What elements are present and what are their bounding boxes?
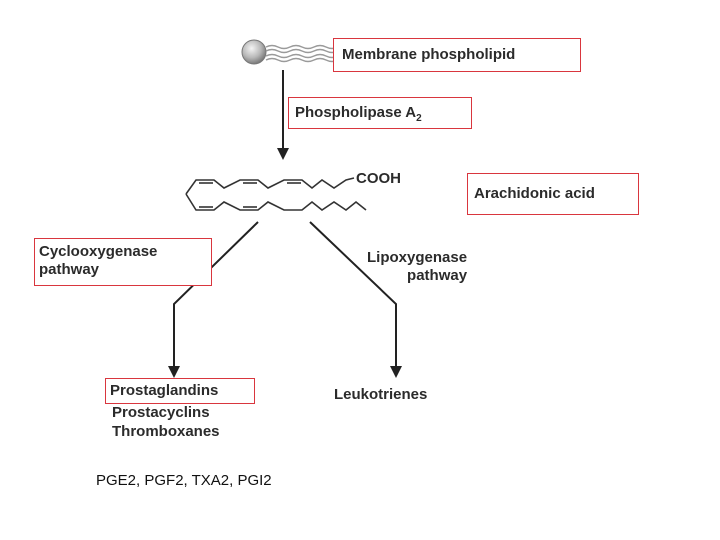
- lipoxygenase-label-line2: pathway: [407, 267, 468, 284]
- prostaglandins-box: Prostaglandins: [105, 378, 255, 404]
- phospholipid-molecule-icon: [241, 39, 339, 65]
- arrow-down-phospholipase: [277, 70, 289, 160]
- cooh-label: COOH: [356, 170, 401, 187]
- prostacyclins-label: Prostacyclins: [112, 404, 210, 421]
- cyclooxygenase-label-line2: pathway: [39, 261, 100, 278]
- phospholipase-subscript: 2: [416, 113, 422, 124]
- lipoxygenase-label-line1: Lipoxygenase: [367, 249, 468, 266]
- arachidonic-acid-box: Arachidonic acid: [467, 173, 639, 215]
- footer-text: PGE2, PGF2, TXA2, PGI2: [96, 472, 272, 489]
- thromboxanes-label: Thromboxanes: [112, 423, 220, 440]
- leukotrienes-label: Leukotrienes: [334, 386, 428, 403]
- arachidonic-acid-structure: [185, 177, 367, 211]
- phospholipase-a2-box: Phospholipase A2: [288, 97, 472, 129]
- lipoxygenase-pathway-label: Lipoxygenase pathway: [367, 249, 467, 285]
- phospholipase-label: Phospholipase A: [295, 104, 417, 121]
- arachidonic-acid-label: Arachidonic acid: [474, 185, 595, 202]
- arrow-cyclooxygenase: [168, 221, 259, 378]
- cyclooxygenase-label-line1: Cyclooxygenase: [39, 243, 158, 260]
- arrow-lipoxygenase: [309, 221, 402, 378]
- membrane-phospholipid-box: Membrane phospholipid: [333, 38, 581, 72]
- cyclooxygenase-pathway-box: Cyclooxygenase pathway: [34, 238, 212, 286]
- prostaglandins-label: Prostaglandins: [110, 382, 219, 399]
- membrane-phospholipid-label: Membrane phospholipid: [342, 46, 516, 63]
